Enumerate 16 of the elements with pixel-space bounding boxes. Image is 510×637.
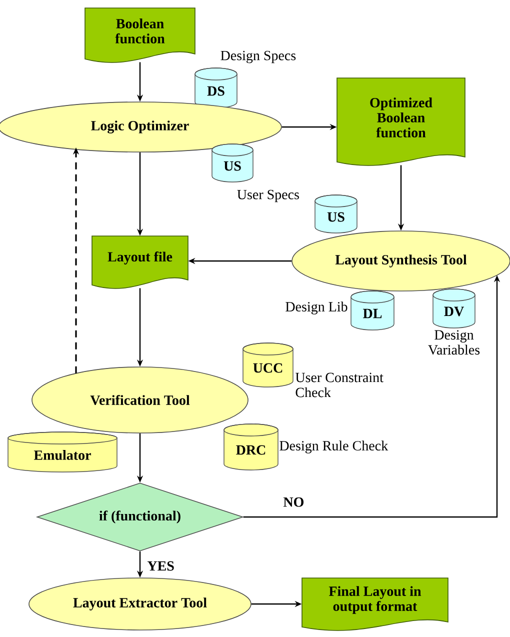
cylinder: DL: [350, 290, 394, 330]
annotation: User Constraint Check: [296, 372, 384, 398]
cylinder: UCC: [242, 342, 294, 388]
cylinder: DV: [432, 288, 476, 328]
annotation: Design Specs: [220, 50, 296, 64]
edge-label: NO: [282, 496, 306, 508]
cylinder: DS: [194, 68, 238, 108]
annotation: Design Variables: [428, 330, 480, 355]
cylinder: DRC: [224, 424, 278, 470]
cylinder: US: [212, 144, 254, 182]
cylinder: Emulator: [8, 432, 118, 472]
annotation: Design Lib: [286, 302, 348, 314]
annotation: Design Rule Check: [280, 440, 388, 454]
cylinder: US: [314, 194, 358, 234]
annotation: User Specs: [237, 190, 299, 202]
edge-label: YES: [146, 560, 176, 572]
